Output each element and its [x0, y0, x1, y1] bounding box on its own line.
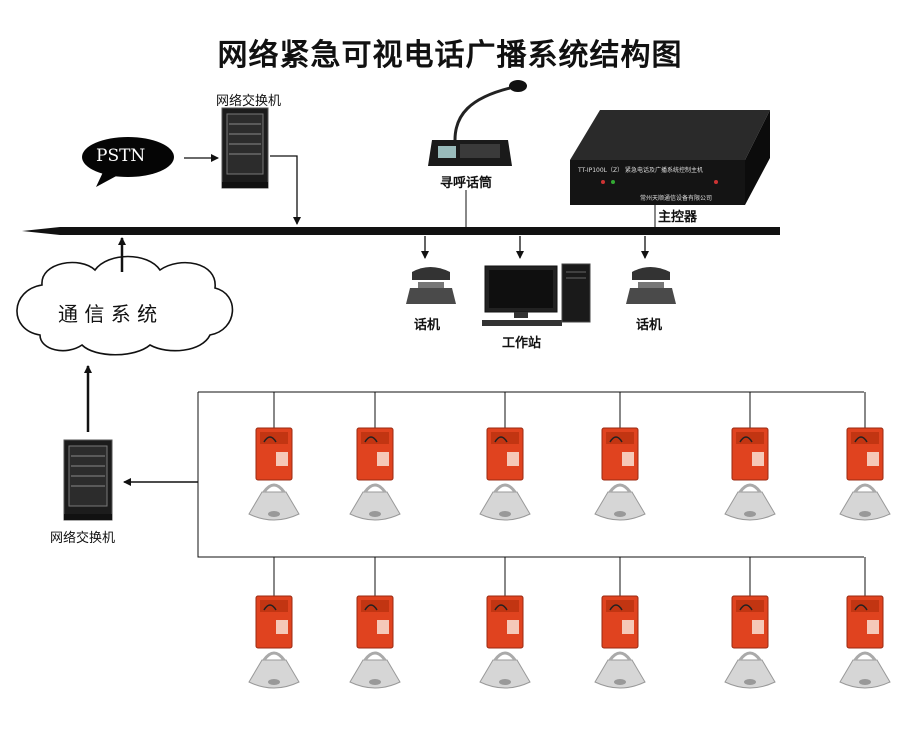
horn-speaker [248, 491, 300, 521]
diagram-title: 网络紧急可视电话广播系统结构图 [217, 38, 683, 73]
horn-speaker [349, 659, 401, 689]
terminal-unit [594, 392, 646, 521]
paging-mic-label: 寻呼话筒 [440, 176, 493, 191]
horn-speaker [479, 491, 531, 521]
pstn-cloud-shape [82, 137, 174, 187]
horn-speaker [594, 659, 646, 689]
left-phone-label: 话机 [414, 318, 441, 333]
terminal-unit [724, 557, 776, 689]
terminal-group [248, 392, 891, 689]
pstn-label: PSTN [96, 146, 146, 166]
network-bus [22, 227, 780, 235]
terminal-unit [594, 557, 646, 689]
top-switch-device [221, 107, 269, 189]
horn-speaker [839, 491, 891, 521]
workstation-label: 工作站 [502, 336, 542, 351]
right-phone-device [626, 267, 676, 304]
workstation-device [482, 263, 591, 326]
controller-model-text: TT-IP100L（Z） 紧急电话及广播系统控制主机 [578, 167, 704, 174]
terminal-unit [479, 557, 531, 689]
top-switch-label: 网络交换机 [216, 94, 282, 109]
terminal-unit [349, 557, 401, 689]
main-controller-label: 主控器 [658, 210, 698, 225]
terminal-unit [839, 557, 891, 689]
horn-speaker [594, 491, 646, 521]
terminal-network-frame [197, 391, 864, 558]
left-phone-device [406, 267, 456, 304]
controller-maker-text: 常州天顺通信设备有限公司 [640, 195, 713, 202]
main-controller-device [570, 110, 770, 205]
switch-to-bus-arrow [270, 155, 301, 225]
horn-speaker [724, 491, 776, 521]
bottom-switch-device [63, 439, 113, 521]
terminal-unit [349, 392, 401, 521]
terminal-unit [479, 392, 531, 521]
horn-speaker [724, 659, 776, 689]
bottom-switch-label: 网络交换机 [50, 531, 116, 546]
paging-microphone-device [428, 80, 527, 166]
terminal-unit [724, 392, 776, 521]
horn-speaker [248, 659, 300, 689]
horn-speaker [349, 491, 401, 521]
right-phone-label: 话机 [636, 318, 663, 333]
comm-system-cloud [16, 255, 234, 356]
comm-system-label: 通 信 系 统 [58, 302, 158, 326]
terminal-unit [248, 392, 300, 521]
horn-speaker [479, 659, 531, 689]
terminal-unit [839, 392, 891, 521]
horn-speaker [839, 659, 891, 689]
terminal-unit [248, 557, 300, 689]
